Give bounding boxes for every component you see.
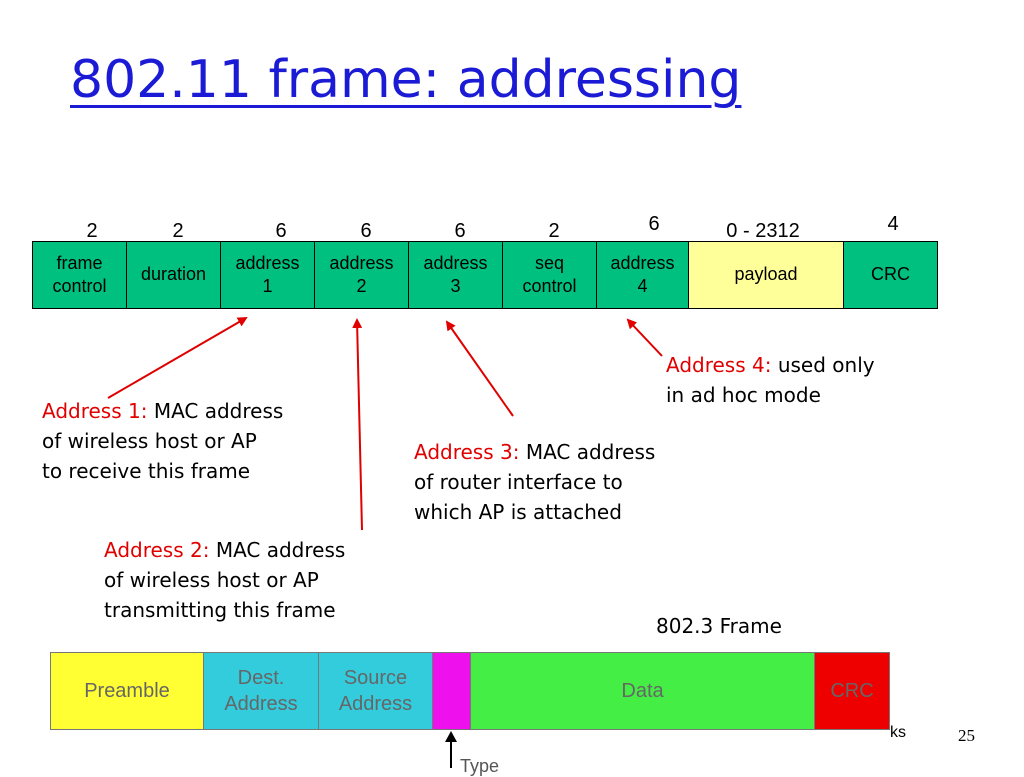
field-8023-type	[432, 652, 471, 730]
field-seq-control: seq control	[502, 241, 597, 309]
note-address4: Address 4: used only in ad hoc mode	[666, 350, 875, 410]
note-address4-line1: used only	[771, 353, 875, 377]
note-address1-line2: of wireless host or AP	[42, 429, 257, 453]
page-number: 25	[958, 726, 975, 745]
field-duration: duration	[126, 241, 221, 309]
note-address2: Address 2: MAC address of wireless host …	[104, 535, 345, 625]
size-crc: 4	[887, 213, 899, 235]
note-address1-heading: Address 1:	[42, 399, 148, 423]
note-address2-heading: Address 2:	[104, 538, 210, 562]
size-address4: 6	[648, 213, 660, 235]
size-duration: 2	[172, 220, 184, 242]
field-8023-source-address: Source Address	[318, 652, 433, 730]
arrow-address4	[626, 318, 663, 357]
note-address1-line3: to receive this frame	[42, 459, 251, 483]
field-address2: address 2	[314, 241, 409, 309]
slide-title: 802.11 frame: addressing	[70, 50, 742, 110]
field-payload: payload	[688, 241, 844, 309]
frame-8023-caption: 802.3 Frame	[656, 614, 782, 638]
size-frame-control: 2	[86, 220, 98, 242]
field-8023-dest-address: Dest. Address	[203, 652, 319, 730]
size-address1: 6	[275, 220, 287, 242]
arrow-address1	[107, 316, 248, 399]
note-address2-line1: MAC address	[209, 538, 346, 562]
field-address4: address 4	[596, 241, 689, 309]
note-address4-line2: in ad hoc mode	[666, 383, 821, 407]
arrow-address2	[352, 318, 363, 531]
note-address3-line2: of router interface to	[414, 470, 623, 494]
note-address2-line3: transmitting this frame	[104, 598, 336, 622]
field-address3: address 3	[408, 241, 503, 309]
note-address3-line3: which AP is attached	[414, 500, 622, 524]
arrow-address3	[445, 320, 514, 417]
note-address1: Address 1: MAC address of wireless host …	[42, 396, 283, 486]
arrow-type-head	[445, 731, 457, 742]
field-crc: CRC	[843, 241, 938, 309]
field-8023-crc: CRC	[814, 652, 890, 730]
size-payload: 0 - 2312	[726, 220, 800, 242]
note-address3: Address 3: MAC address of router interfa…	[414, 437, 655, 527]
note-address3-line1: MAC address	[519, 440, 656, 464]
note-address2-line2: of wireless host or AP	[104, 568, 319, 592]
field-8023-data: Data	[470, 652, 815, 730]
footer-text: ks	[890, 724, 906, 741]
type-label: Type	[460, 756, 500, 776]
note-address3-heading: Address 3:	[414, 440, 520, 464]
size-address3: 6	[454, 220, 466, 242]
field-8023-preamble: Preamble	[50, 652, 204, 730]
size-address2: 6	[360, 220, 372, 242]
field-frame-control: frame control	[32, 241, 127, 309]
note-address4-heading: Address 4:	[666, 353, 772, 377]
note-address1-line1: MAC address	[147, 399, 284, 423]
size-seq-control: 2	[548, 220, 560, 242]
